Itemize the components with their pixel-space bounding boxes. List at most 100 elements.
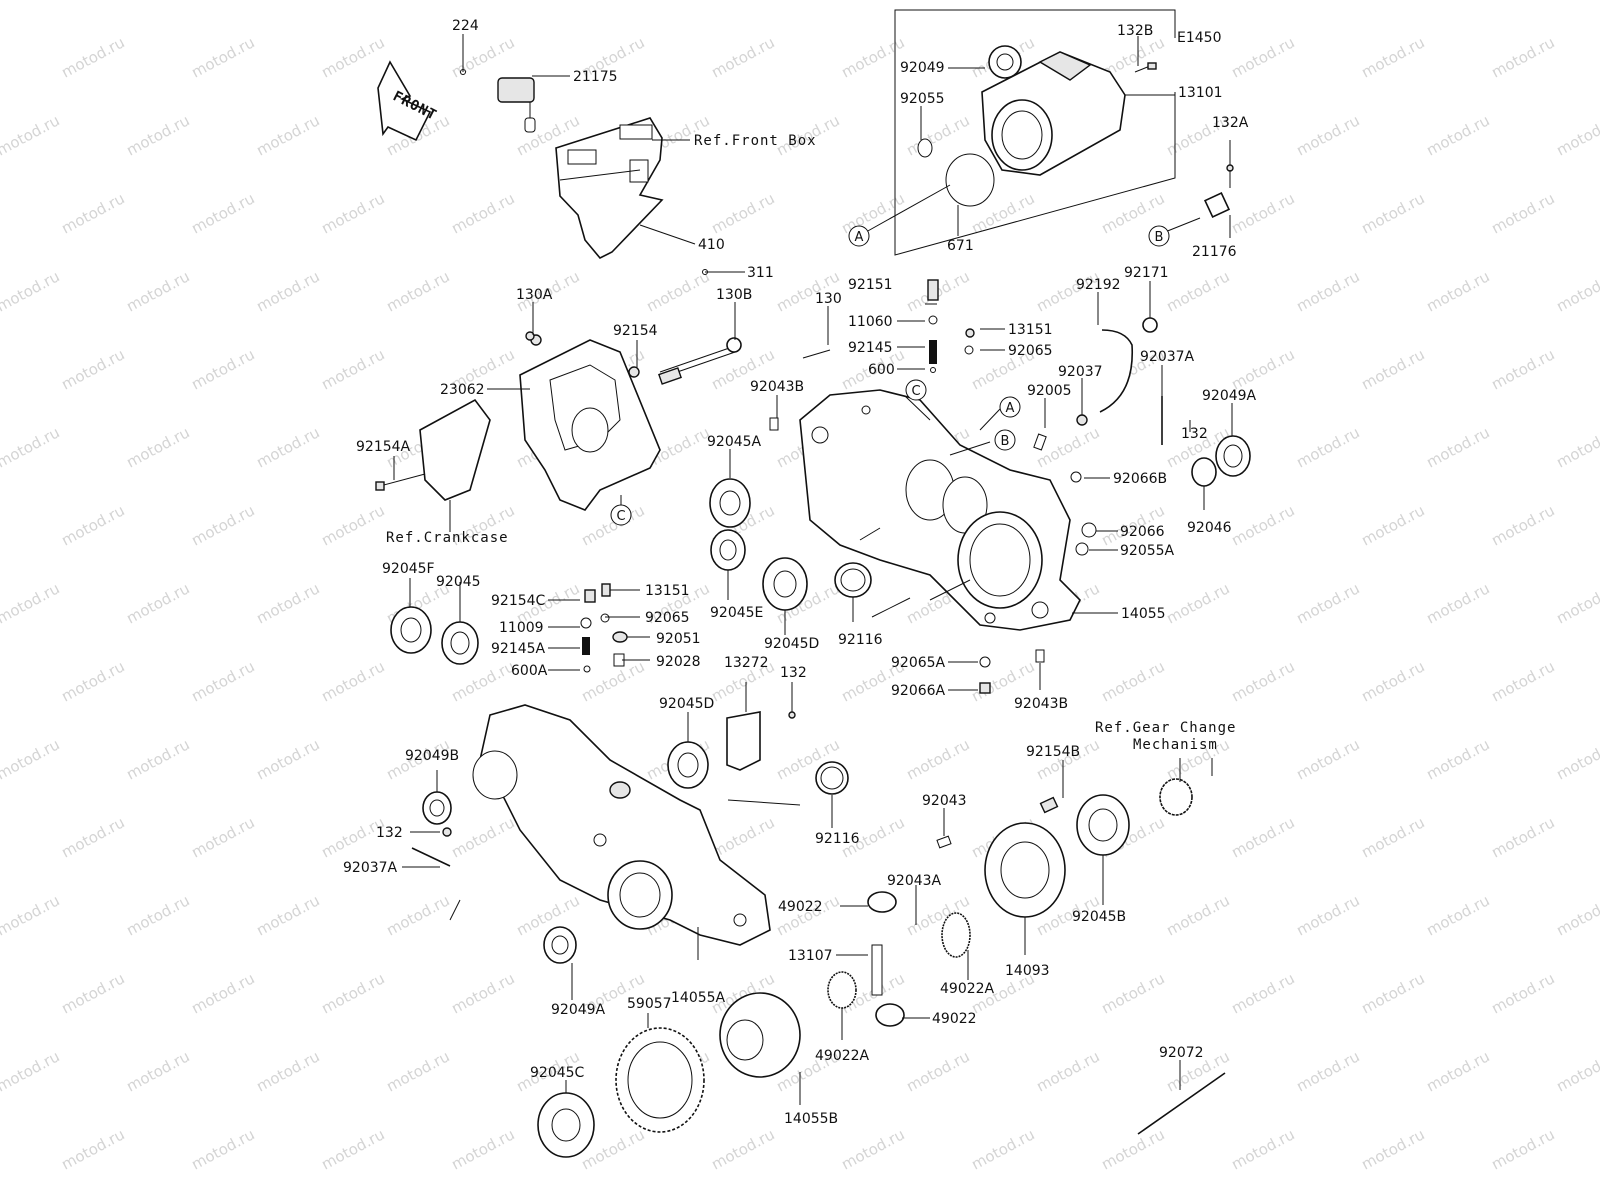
watermark-text: motod.ru [318, 189, 387, 237]
part-label: 14055A [671, 990, 726, 1006]
clamp-92171 [1142, 317, 1158, 333]
part-label: 92154B [1026, 744, 1080, 760]
watermark-text: motod.ru [1423, 267, 1492, 315]
part-label: 92066 [1120, 524, 1165, 540]
ring-92116-upper [834, 562, 872, 598]
watermark-text: motod.ru [448, 969, 517, 1017]
bearing-92045F [390, 606, 432, 654]
svg-text:C: C [616, 509, 625, 524]
watermark-text: motod.ru [1163, 0, 1232, 4]
part-label: 14055B [784, 1111, 838, 1127]
bearing-92045A [709, 478, 751, 528]
part-label: 92065A [891, 655, 946, 671]
watermark-text: motod.ru [1358, 33, 1427, 81]
watermark-text: motod.ru [1488, 345, 1557, 393]
watermark-text: motod.ru [318, 33, 387, 81]
watermark-text: motod.ru [0, 891, 63, 939]
watermark-text: motod.ru [903, 1047, 972, 1095]
part-label: 21176 [1192, 244, 1237, 260]
watermark-text: motod.ru [188, 33, 257, 81]
part-label: 49022A [815, 1048, 870, 1064]
part-label: 11060 [848, 314, 893, 330]
rod-92072 [1137, 1072, 1226, 1135]
diagram-code: E1450 [1177, 30, 1221, 46]
part-label: 13272 [724, 655, 769, 671]
watermark-text: motod.ru [318, 501, 387, 549]
watermark-text: motod.ru [1553, 1047, 1600, 1095]
callout-c-bracket: C [610, 504, 632, 526]
watermark-text: motod.ru [838, 1125, 907, 1173]
watermark-text: motod.ru [58, 969, 127, 1017]
part-label: 92171 [1124, 265, 1169, 281]
hub-14093 [984, 822, 1066, 918]
part-label: 92043B [1014, 696, 1068, 712]
watermark-text: motod.ru [0, 735, 63, 783]
watermark-text: motod.ru [0, 111, 63, 159]
part-label: 13151 [645, 583, 690, 599]
watermark-text: motod.ru [1293, 1047, 1362, 1095]
part-label: 92065 [1008, 343, 1053, 359]
gear-59057 [615, 1027, 705, 1133]
watermark-text: motod.ru [1423, 111, 1492, 159]
watermark-text: motod.ru [383, 1047, 452, 1095]
gear-49022-upper [867, 891, 897, 913]
crankcase-right-14055 [799, 389, 1081, 631]
watermark-text: motod.ru [1228, 345, 1297, 393]
tube-92192 [1099, 329, 1134, 413]
svg-text:B: B [1155, 230, 1164, 245]
watermark-text: motod.ru [1358, 345, 1427, 393]
part-label: 92037 [1058, 364, 1103, 380]
part-label: 13101 [1178, 85, 1223, 101]
part-label: 21175 [573, 69, 618, 85]
part-label: 92045E [710, 605, 763, 621]
watermark-text: motod.ru [1163, 267, 1232, 315]
watermark-text: motod.ru [0, 1047, 63, 1095]
watermark-text: motod.ru [1488, 657, 1557, 705]
part-label: 13107 [788, 948, 833, 964]
watermark-text: motod.ru [188, 1125, 257, 1173]
watermark-text: motod.ru [1228, 1125, 1297, 1173]
seal-92049B [422, 791, 452, 825]
watermark-text: motod.ru [1033, 1047, 1102, 1095]
watermark-text: motod.ru [58, 813, 127, 861]
callout-b-top: B [1148, 225, 1170, 247]
ref-gear-change-1: Ref.Gear Change [1095, 720, 1236, 736]
part-label: 92045D [764, 636, 819, 652]
bearing-92045B [1076, 794, 1130, 856]
watermark-text: motod.ru [968, 1125, 1037, 1173]
watermark-text: motod.ru [903, 0, 972, 4]
part-label: 132B [1117, 23, 1153, 39]
watermark-text: motod.ru [188, 657, 257, 705]
watermark-text: motod.ru [123, 1047, 192, 1095]
watermark-text: motod.ru [58, 1125, 127, 1173]
watermark-text: motod.ru [253, 735, 322, 783]
svg-text:C: C [911, 384, 920, 399]
case-14055B [719, 992, 801, 1078]
part-label: 130 [815, 291, 842, 307]
bearing-92045D-lower [667, 741, 709, 789]
part-label: 92045D [659, 696, 714, 712]
callout-c-case: C [905, 379, 927, 401]
part-label: 92043B [750, 379, 804, 395]
watermark-text: motod.ru [1293, 111, 1362, 159]
watermark-text: motod.ru [1098, 969, 1167, 1017]
watermark-text: motod.ru [1423, 1047, 1492, 1095]
watermark-text: motod.ru [0, 267, 63, 315]
part-label: 92051 [656, 631, 701, 647]
watermark-text: motod.ru [1553, 0, 1600, 4]
watermark-text: motod.ru [318, 657, 387, 705]
watermark-text: motod.ru [1293, 0, 1362, 4]
watermark-text: motod.ru [383, 267, 452, 315]
watermark-text: motod.ru [1163, 891, 1232, 939]
part-label: 49022A [940, 981, 995, 997]
watermark-text: motod.ru [1163, 579, 1232, 627]
watermark-text: motod.ru [1423, 579, 1492, 627]
watermark-text: motod.ru [318, 345, 387, 393]
watermark-text: motod.ru [188, 189, 257, 237]
bearing-92045 [441, 621, 479, 665]
part-label: 11009 [499, 620, 544, 636]
watermark-text: motod.ru [1358, 813, 1427, 861]
svg-text:B: B [1001, 434, 1010, 449]
part-label: 59057 [627, 996, 672, 1012]
